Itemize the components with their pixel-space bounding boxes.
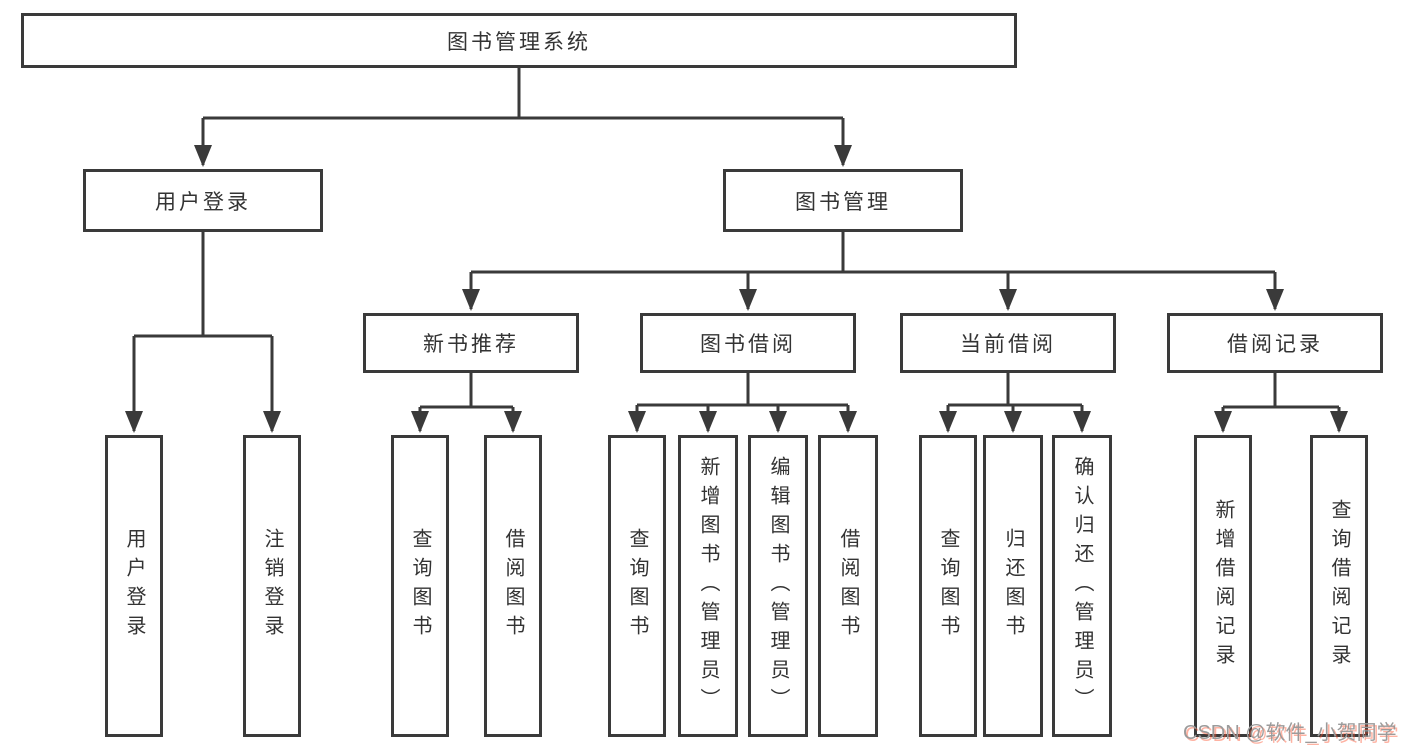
leaf-borrow-book-2-label: 借阅图书	[837, 528, 859, 644]
leaf-query-borrow-record: 查询借阅记录	[1310, 435, 1368, 737]
node-user-login: 用户登录	[83, 169, 323, 232]
leaf-edit-book-admin: 编辑图书（管理员）	[748, 435, 808, 737]
leaf-query-book-2: 查询图书	[608, 435, 666, 737]
leaf-logout-label: 注销登录	[261, 528, 283, 644]
leaf-query-book-3-label: 查询图书	[937, 528, 959, 644]
node-library-system: 图书管理系统	[21, 13, 1017, 68]
leaf-borrow-book-1: 借阅图书	[484, 435, 542, 737]
leaf-add-borrow-record: 新增借阅记录	[1194, 435, 1252, 737]
leaf-confirm-return-admin: 确认归还（管理员）	[1052, 435, 1112, 737]
leaf-logout: 注销登录	[243, 435, 301, 737]
leaf-add-book-admin: 新增图书（管理员）	[678, 435, 738, 737]
leaf-edit-book-admin-label: 编辑图书（管理员）	[767, 455, 789, 717]
leaf-query-book-1: 查询图书	[391, 435, 449, 737]
leaf-query-book-3: 查询图书	[919, 435, 977, 737]
leaf-borrow-book-1-label: 借阅图书	[502, 528, 524, 644]
leaf-user-login-label: 用户登录	[123, 528, 145, 644]
leaf-add-book-admin-label: 新增图书（管理员）	[697, 455, 719, 717]
node-borrow-records: 借阅记录	[1167, 313, 1383, 373]
leaf-borrow-book-2: 借阅图书	[818, 435, 878, 737]
node-current-borrowing: 当前借阅	[900, 313, 1116, 373]
node-book-management: 图书管理	[723, 169, 963, 232]
leaf-return-book: 归还图书	[983, 435, 1043, 737]
watermark: CSDN @软件_小贺同学	[1183, 722, 1397, 744]
leaf-query-book-2-label: 查询图书	[626, 528, 648, 644]
leaf-add-borrow-record-label: 新增借阅记录	[1212, 499, 1234, 673]
node-book-borrowing: 图书借阅	[640, 313, 856, 373]
node-new-book-recommend: 新书推荐	[363, 313, 579, 373]
leaf-confirm-return-admin-label: 确认归还（管理员）	[1071, 455, 1093, 717]
leaf-user-login: 用户登录	[105, 435, 163, 737]
leaf-query-book-1-label: 查询图书	[409, 528, 431, 644]
leaf-query-borrow-record-label: 查询借阅记录	[1328, 499, 1350, 673]
leaf-return-book-label: 归还图书	[1002, 528, 1024, 644]
